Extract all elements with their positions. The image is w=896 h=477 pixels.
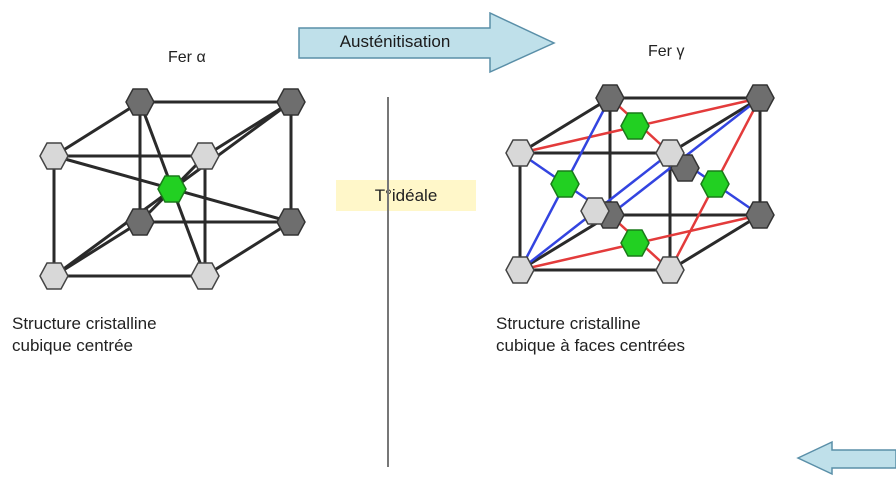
gamma-iron-caption: Structure cristalline cubique à faces ce… bbox=[496, 313, 685, 357]
atom-right-face-center bbox=[700, 170, 730, 198]
atom-back-top-left bbox=[595, 84, 625, 112]
austenitisation-label: Austénitisation bbox=[339, 32, 451, 51]
atom-front-top-left bbox=[505, 139, 535, 167]
atom-back-top-left bbox=[125, 88, 155, 116]
atom-front-bottom-right bbox=[655, 256, 685, 284]
alpha-caption-line1: Structure cristalline bbox=[12, 314, 157, 333]
atom-back-bottom-left bbox=[125, 208, 155, 236]
temperature-label: T°idéale bbox=[374, 186, 438, 205]
alpha-iron-caption: Structure cristalline cubique centrée bbox=[12, 313, 157, 357]
atom-body-center bbox=[157, 175, 187, 203]
atom-left-face-center bbox=[550, 170, 580, 198]
gamma-caption-line1: Structure cristalline bbox=[496, 314, 641, 333]
atom-top-face-center bbox=[620, 112, 650, 140]
atom-back-top-right bbox=[276, 88, 306, 116]
atom-bottom-face-center bbox=[620, 229, 650, 257]
atom-front-top-right bbox=[655, 139, 685, 167]
austenitisation-arrow-icon bbox=[298, 12, 556, 74]
atom-front-top-left bbox=[39, 142, 69, 170]
atom-front-bottom-right bbox=[190, 262, 220, 290]
return-arrow-icon bbox=[796, 440, 896, 476]
alpha-iron-title: Fer α bbox=[168, 49, 206, 66]
bcc-cube-diagram bbox=[39, 88, 306, 290]
alpha-caption-line2: cubique centrée bbox=[12, 336, 133, 355]
temperature-box: T°idéale bbox=[336, 180, 476, 211]
fcc-cube-diagram bbox=[505, 84, 775, 284]
atom-front-face-center bbox=[580, 197, 610, 225]
divider bbox=[387, 97, 389, 467]
atom-front-bottom-left bbox=[39, 262, 69, 290]
atom-front-bottom-left bbox=[505, 256, 535, 284]
atom-back-bottom-right bbox=[276, 208, 306, 236]
atom-back-bottom-right bbox=[745, 201, 775, 229]
gamma-caption-line2: cubique à faces centrées bbox=[496, 336, 686, 355]
atom-front-top-right bbox=[190, 142, 220, 170]
atom-back-top-right bbox=[745, 84, 775, 112]
gamma-iron-title: Fer γ bbox=[648, 43, 685, 60]
